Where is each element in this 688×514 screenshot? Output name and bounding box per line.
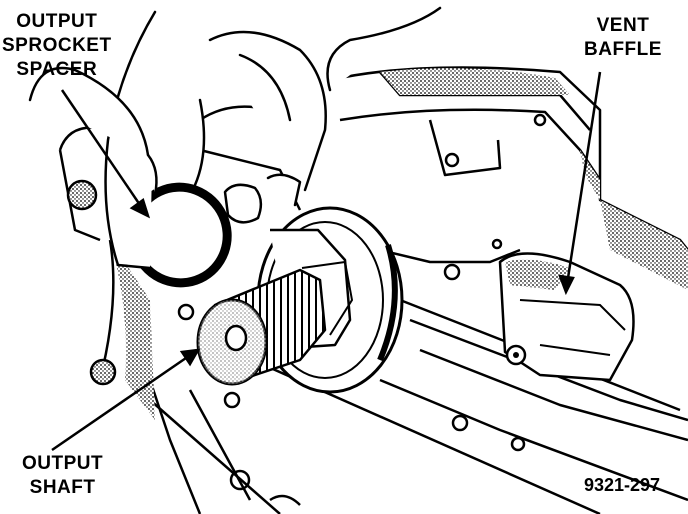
vent-arrowhead [558,274,575,296]
label-line: SPACER [16,59,98,80]
label-vent-baffle: VENT BAFFLE [584,14,662,62]
label-line: SHAFT [29,477,96,498]
housing-shading [110,68,688,420]
output-shaft [196,260,354,386]
shaft-leader [51,356,187,452]
spacer-arrowhead [129,197,151,219]
spacer-leader [60,89,142,206]
label-output-sprocket-spacer: OUTPUT SPROCKET SPACER [2,10,112,82]
label-line: BAFFLE [584,39,662,60]
figure-number: 9321-297 [584,475,661,495]
label-line: OUTPUT [16,11,98,32]
label-line: OUTPUT [22,453,104,474]
hand [28,6,442,270]
label-line: SPROCKET [2,35,112,56]
vent-baffle [498,252,635,382]
label-line: VENT [596,15,650,36]
leader-lines [51,71,602,452]
vent-leader [566,71,602,279]
label-output-shaft: OUTPUT SHAFT [22,452,103,500]
shaft-arrowhead [179,348,201,367]
